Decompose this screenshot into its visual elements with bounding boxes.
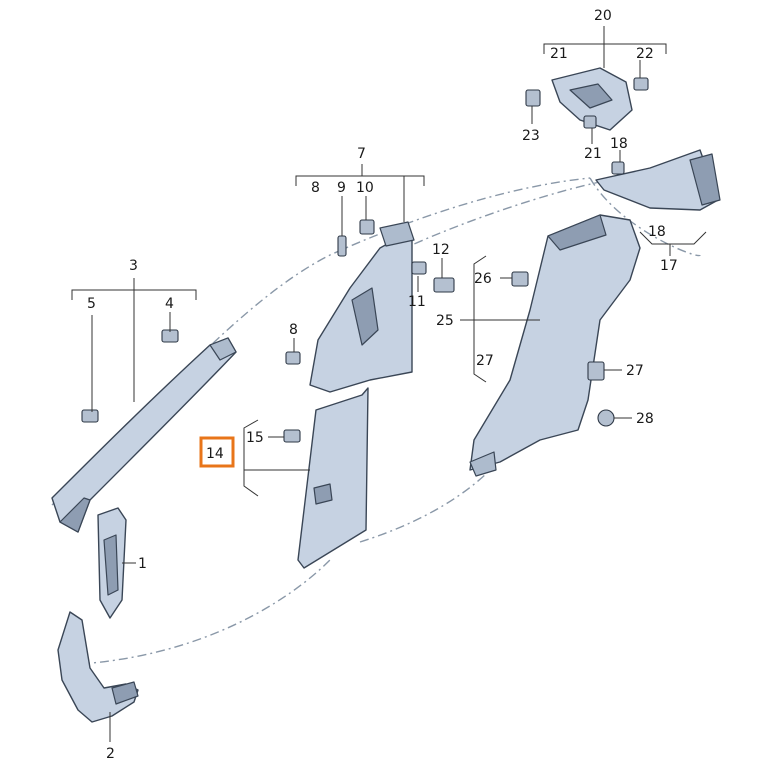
label-8-lower: 8 [289, 322, 298, 338]
part-1-a-pillar-lower-trim [97, 507, 127, 619]
label-20: 20 [594, 8, 612, 24]
body-outline [51, 177, 701, 666]
label-26: 26 [474, 271, 492, 287]
part-14-b-pillar-lower-trim [297, 387, 369, 569]
label-25: 25 [436, 313, 454, 329]
label-18-lower: 18 [648, 224, 666, 240]
highlight-box-14 [199, 436, 235, 468]
clip-26 [511, 271, 529, 287]
clip-5 [81, 409, 99, 423]
label-27-left: 27 [476, 353, 494, 369]
clip-27 [587, 361, 605, 381]
label-8-upper: 8 [311, 180, 320, 196]
label-21-upper: 21 [550, 46, 568, 62]
clip-22 [633, 77, 649, 91]
label-11: 11 [408, 294, 426, 310]
label-27-right: 27 [626, 363, 644, 379]
label-17: 17 [660, 258, 678, 274]
clip-9 [337, 235, 347, 257]
part-7-b-pillar-upper-trim [309, 221, 415, 393]
label-2: 2 [106, 746, 115, 762]
label-5: 5 [87, 296, 96, 312]
clip-15 [283, 429, 301, 443]
part-25-c-pillar-trim [469, 214, 641, 477]
label-7: 7 [357, 146, 366, 162]
label-12: 12 [432, 242, 450, 258]
label-28: 28 [636, 411, 654, 427]
part-2-sill-trim [57, 611, 139, 723]
part-3-a-pillar-upper-trim [51, 337, 237, 533]
clip-18 [611, 161, 625, 175]
part-17-rear-trim [595, 149, 721, 211]
label-10: 10 [356, 180, 374, 196]
clip-28 [597, 409, 615, 427]
label-15: 15 [246, 430, 264, 446]
clip-21 [583, 115, 597, 129]
clip-23 [525, 89, 541, 107]
label-9: 9 [337, 180, 346, 196]
label-23: 23 [522, 128, 540, 144]
label-14: 14 [206, 446, 224, 462]
clip-8-lower [285, 351, 301, 365]
label-3: 3 [129, 258, 138, 274]
label-22: 22 [636, 46, 654, 62]
leader-lines [71, 26, 707, 742]
label-1: 1 [138, 556, 147, 572]
clip-12 [433, 277, 455, 293]
part-20-bracket-assembly [551, 67, 633, 131]
label-18-upper: 18 [610, 136, 628, 152]
label-4: 4 [165, 296, 174, 312]
label-21-lower: 21 [584, 146, 602, 162]
callout-labels: 1 2 3 4 5 7 8 9 10 8 11 12 14 15 17 18 1… [87, 8, 678, 762]
clip-11 [411, 261, 427, 275]
clip-10 [359, 219, 375, 235]
